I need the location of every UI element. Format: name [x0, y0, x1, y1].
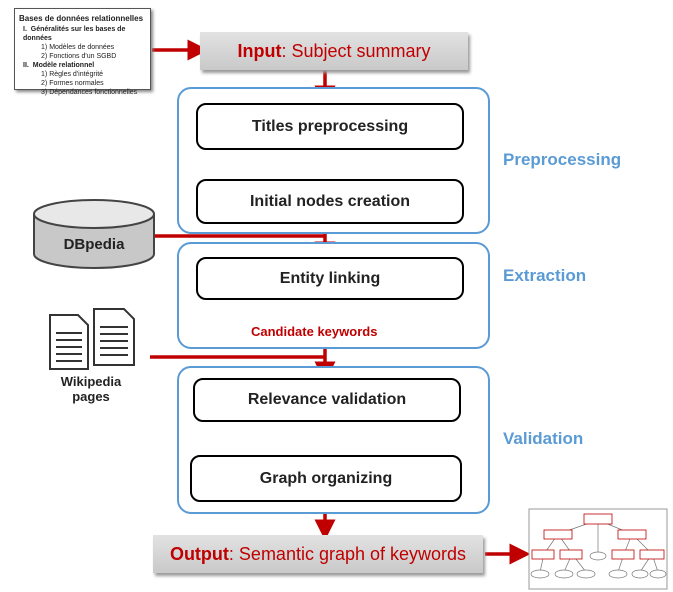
summary-item: 1) Règles d'intégrité — [41, 71, 104, 78]
output-box: Output : Semantic graph of keywords — [153, 535, 483, 573]
node-titles-preprocessing: Titles preprocessing — [196, 103, 464, 150]
semantic-graph-thumbnail — [528, 508, 668, 590]
wikipedia-pages-icon — [49, 308, 135, 370]
input-prefix: Input — [237, 40, 282, 61]
dbpedia-label: DBpedia — [63, 236, 125, 253]
output-prefix: Output — [169, 543, 229, 564]
node-initial-nodes-creation: Initial nodes creation — [196, 179, 464, 224]
dbpedia-database-icon — [33, 199, 155, 269]
summary-title: Bases de données relationnelles — [19, 14, 144, 23]
stage-label-validation: Validation — [503, 429, 584, 448]
stage-label-preprocessing: Preprocessing — [503, 150, 622, 169]
node-relevance-validation: Relevance validation — [193, 378, 461, 422]
summary-item: 2) Fonctions d'un SGBD — [41, 53, 117, 60]
summary-item: I. Généralités sur les bases de données — [23, 26, 126, 42]
summary-item: 2) Formes normales — [41, 80, 104, 87]
input-text: : Subject summary — [281, 40, 431, 61]
summary-item: 3) Dépendances fonctionnelles — [41, 89, 138, 96]
node-graph-organizing: Graph organizing — [190, 455, 462, 502]
input-box: Input : Subject summary — [200, 32, 468, 70]
subject-summary-document: Bases de données relationnelles I. Génér… — [14, 8, 151, 96]
wikipedia-pages-label: Wikipedia pages — [60, 374, 122, 404]
node-entity-linking: Entity linking — [196, 257, 464, 300]
summary-item: 1) Modèles de données — [41, 44, 115, 51]
output-text: : Semantic graph of keywords — [228, 543, 467, 564]
candidate-keywords-label: Candidate keywords — [251, 324, 378, 339]
stage-label-extraction: Extraction — [503, 266, 587, 285]
summary-item: II. Modèle relationnel — [23, 62, 95, 69]
